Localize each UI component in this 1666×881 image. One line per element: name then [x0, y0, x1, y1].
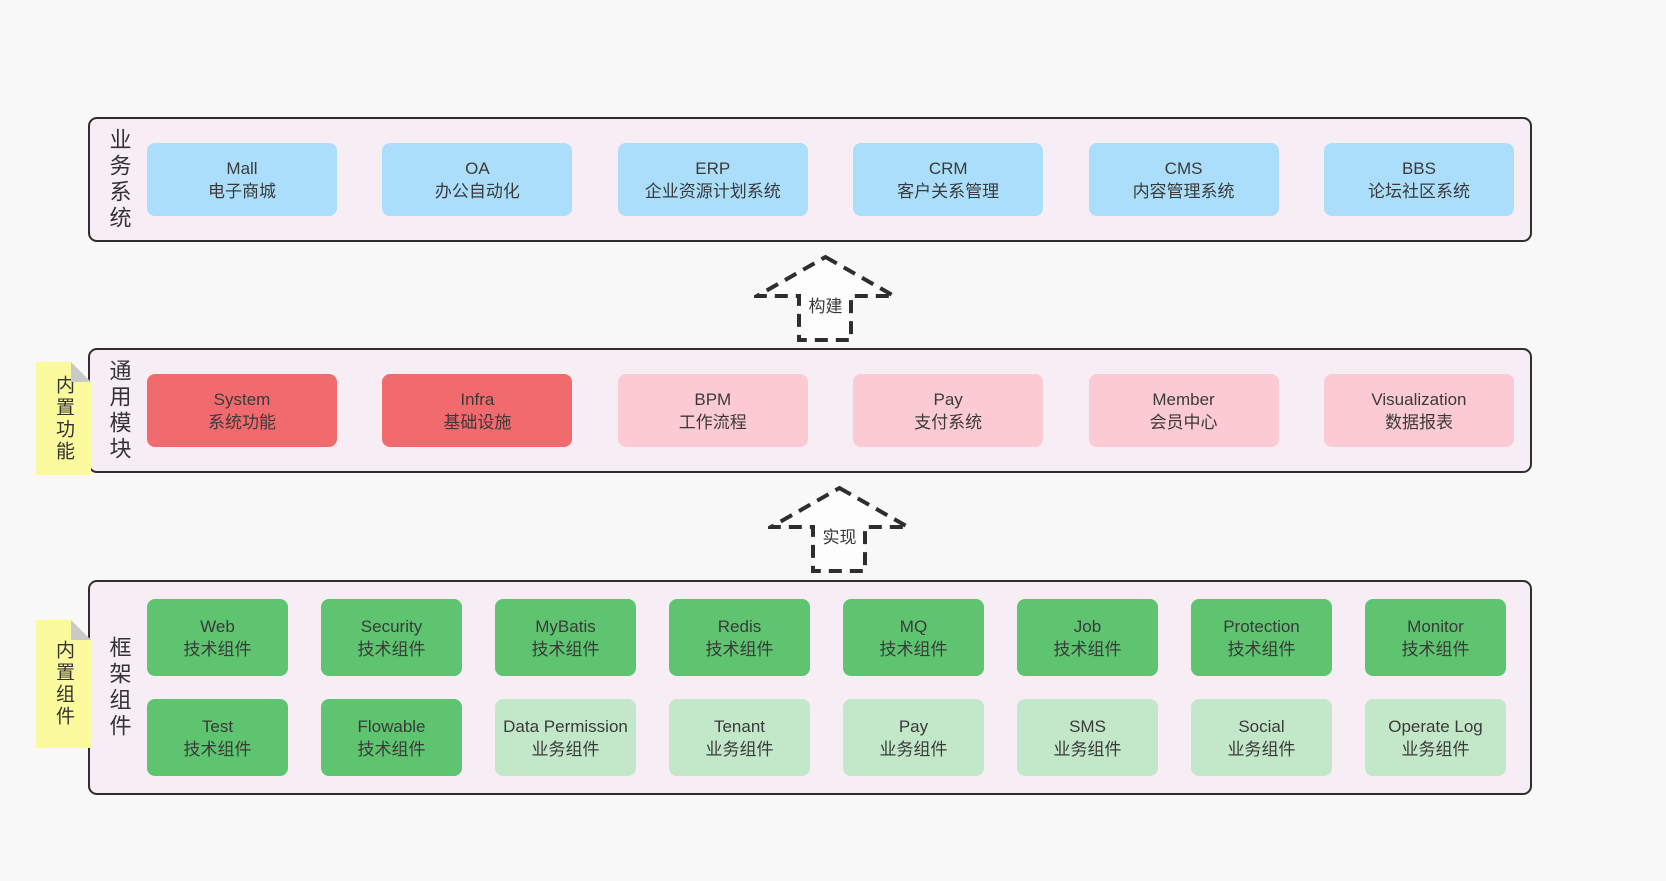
box-mq: MQ 技术组件 [843, 599, 984, 676]
box-pay: Pay 业务组件 [843, 699, 984, 776]
layer-business-systems: 业务系统 Mall 电子商城 OA 办公自动化 ERP 企业资源计划系统 CRM… [88, 117, 1532, 242]
framework-components-boxes: Web 技术组件 Security 技术组件 MyBatis 技术组件 Redi… [147, 582, 1530, 793]
box-tenant: Tenant 业务组件 [669, 699, 810, 776]
arrow-implement: 实现 [768, 485, 911, 574]
sticky-note-builtin-components: 内置组件 [36, 620, 91, 748]
box-infra: Infra 基础设施 [382, 374, 573, 447]
arrow-build-label: 构建 [804, 291, 847, 318]
box-crm: CRM 客户关系管理 [853, 143, 1044, 216]
sticky-builtin-components-label: 内置组件 [53, 640, 74, 728]
business-systems-boxes: Mall 电子商城 OA 办公自动化 ERP 企业资源计划系统 CRM 客户关系… [147, 119, 1530, 240]
box-monitor: Monitor 技术组件 [1365, 599, 1506, 676]
box-member: Member 会员中心 [1088, 374, 1279, 447]
box-oa: OA 办公自动化 [382, 143, 573, 216]
box-mybatis: MyBatis 技术组件 [495, 599, 636, 676]
arrow-implement-label: 实现 [818, 522, 861, 549]
common-modules-boxes: System 系统功能 Infra 基础设施 BPM 工作流程 Pay 支付系统… [147, 350, 1530, 471]
box-flowable: Flowable 技术组件 [321, 699, 462, 776]
layer-framework-components: 框架组件 Web 技术组件 Security 技术组件 MyBatis 技术组件… [88, 580, 1532, 795]
sticky-builtin-features-label: 内置功能 [53, 374, 74, 463]
box-web: Web 技术组件 [147, 599, 288, 676]
box-data-permission: Data Permission 业务组件 [495, 699, 636, 776]
layer-common-modules: 通用模块 System 系统功能 Infra 基础设施 BPM 工作流程 Pay… [88, 348, 1532, 473]
box-sms: SMS 业务组件 [1017, 699, 1158, 776]
box-protection: Protection 技术组件 [1191, 599, 1332, 676]
box-social: Social 业务组件 [1191, 699, 1332, 776]
box-cms: CMS 内容管理系统 [1088, 143, 1279, 216]
layer-label-business-systems: 业务系统 [106, 127, 132, 232]
box-job: Job 技术组件 [1017, 599, 1158, 676]
box-security: Security 技术组件 [321, 599, 462, 676]
arrow-build: 构建 [754, 254, 897, 343]
box-operate-log: Operate Log 业务组件 [1365, 699, 1506, 776]
box-test: Test 技术组件 [147, 699, 288, 776]
box-bbs: BBS 论坛社区系统 [1323, 143, 1514, 216]
box-mall: Mall 电子商城 [147, 143, 337, 216]
layer-label-framework-components: 框架组件 [106, 635, 132, 740]
box-erp: ERP 企业资源计划系统 [617, 143, 808, 216]
box-visualization: Visualization 数据报表 [1323, 374, 1514, 447]
layer-label-common-modules: 通用模块 [106, 358, 132, 463]
box-pay: Pay 支付系统 [853, 374, 1044, 447]
box-bpm: BPM 工作流程 [617, 374, 808, 447]
box-system: System 系统功能 [147, 374, 337, 447]
box-redis: Redis 技术组件 [669, 599, 810, 676]
